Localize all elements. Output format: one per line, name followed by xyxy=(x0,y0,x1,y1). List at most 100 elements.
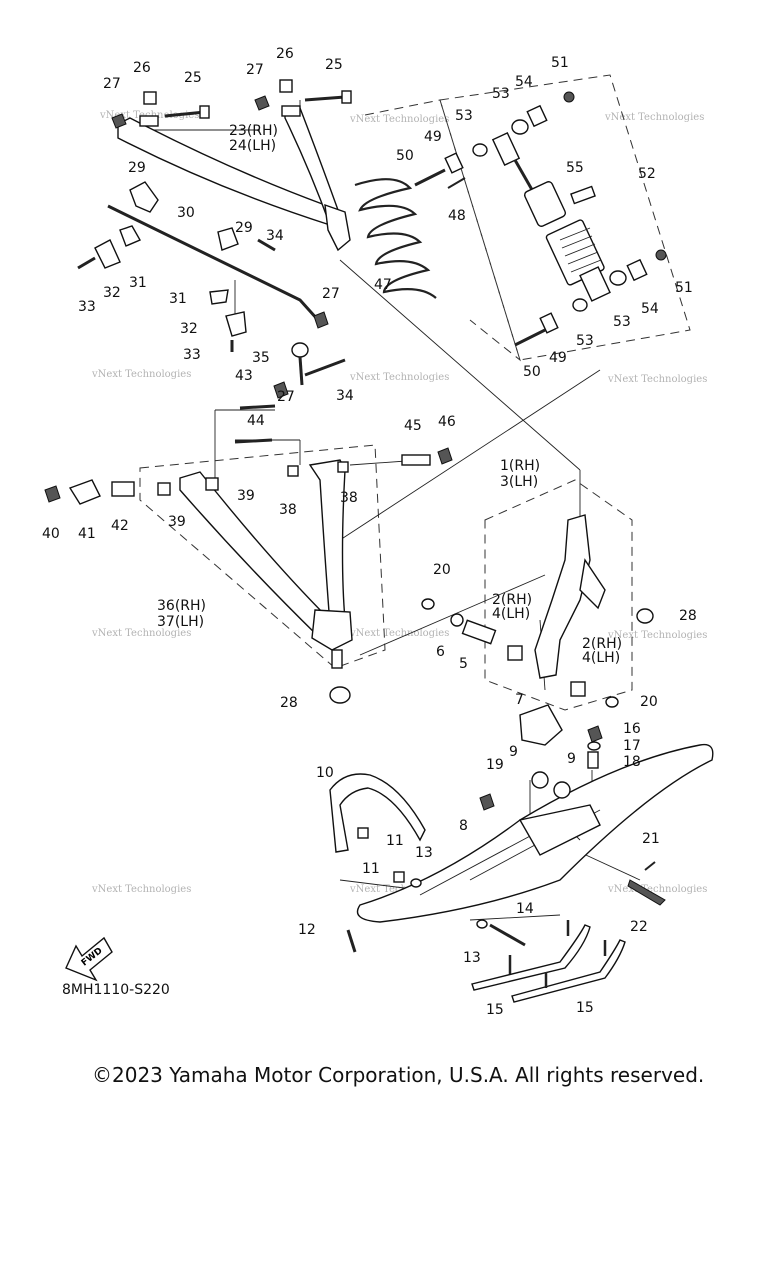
spindle-outline xyxy=(484,479,633,711)
callout-34: 34 xyxy=(266,228,284,244)
callout-31: 31 xyxy=(129,275,147,291)
bolt-14 xyxy=(489,923,526,947)
callout-2b: 2(RH) xyxy=(582,636,622,652)
callout-50: 50 xyxy=(396,148,414,164)
copyright-notice: ©2023 Yamaha Motor Corporation, U.S.A. A… xyxy=(92,1063,705,1087)
callout-34b: 34 xyxy=(336,388,354,404)
collar-49 xyxy=(444,152,464,174)
bushing-9b xyxy=(553,781,571,799)
callout-14: 14 xyxy=(516,901,534,917)
callout-13: 13 xyxy=(415,845,433,861)
bushing-39 xyxy=(157,482,171,496)
watermark: vNext Technologies xyxy=(91,369,191,380)
callout-26: 26 xyxy=(133,60,151,76)
callout-22: 22 xyxy=(630,919,648,935)
spring-outline xyxy=(364,99,521,362)
spindle xyxy=(534,514,606,679)
bolt-34 xyxy=(257,238,276,252)
washer-20 xyxy=(421,598,435,610)
callout-53c: 53 xyxy=(613,314,631,330)
nut-46 xyxy=(437,447,453,465)
tie-rod xyxy=(273,342,346,399)
watermark: vNext Technologies xyxy=(91,628,191,639)
callout-1: 1(RH) xyxy=(500,458,540,474)
bushing-2b xyxy=(570,681,586,697)
callout-19: 19 xyxy=(486,757,504,773)
shock-absorber-52 xyxy=(491,132,611,302)
callout-48: 48 xyxy=(448,208,466,224)
callout-6: 6 xyxy=(436,644,445,660)
callout-labels: 1(RH) 3(LH) 2(RH) 4(LH) 2(RH) 4(LH) 5 6 … xyxy=(42,46,697,1018)
callout-27d: 27 xyxy=(277,389,295,405)
washer-20b xyxy=(605,696,619,708)
callout-13b: 13 xyxy=(463,950,481,966)
callout-11: 11 xyxy=(386,833,404,849)
collar-45 xyxy=(401,454,431,466)
callout-52: 52 xyxy=(638,166,656,182)
callout-25: 25 xyxy=(184,70,202,86)
collar-11b xyxy=(393,871,405,883)
nut-27c xyxy=(313,311,329,329)
callout-40: 40 xyxy=(42,526,60,542)
lower-a-arm xyxy=(179,459,353,669)
lower-arm-outline xyxy=(139,444,386,669)
ball-joint-28 xyxy=(329,686,351,704)
bolt-25 xyxy=(164,105,210,119)
nut-27 xyxy=(111,113,127,129)
callout-11b: 11 xyxy=(362,861,380,877)
callout-2: 2(RH) xyxy=(492,592,532,608)
callout-10: 10 xyxy=(316,765,334,781)
bushing-38 xyxy=(287,465,299,477)
nut-51 xyxy=(563,91,575,103)
callout-29: 29 xyxy=(128,160,146,176)
collar-26b xyxy=(279,79,293,93)
callout-26b: 26 xyxy=(276,46,294,62)
bolt-33 xyxy=(77,256,96,270)
callout-32b: 32 xyxy=(180,321,198,337)
callout-32: 32 xyxy=(103,285,121,301)
watermark: vNext Technologies xyxy=(607,884,707,895)
collar-54 xyxy=(526,104,548,128)
wear-bar-15 xyxy=(471,920,591,991)
bolt-50 xyxy=(414,168,446,187)
collar-18 xyxy=(587,751,599,769)
callout-5: 5 xyxy=(459,656,468,672)
bushing-39b xyxy=(205,477,219,491)
watermark: vNext Technologies xyxy=(607,374,707,385)
coil-spring-47 xyxy=(354,178,437,299)
callout-33b: 33 xyxy=(183,347,201,363)
callout-25b: 25 xyxy=(325,57,343,73)
nut-51b xyxy=(655,249,667,261)
nut-40 xyxy=(44,485,61,503)
bushing-9 xyxy=(531,771,549,789)
ski-loop-handle xyxy=(329,773,426,853)
callout-50b: 50 xyxy=(523,364,541,380)
callout-23: 23(RH) xyxy=(229,123,278,139)
callout-44: 44 xyxy=(247,413,265,429)
callout-39: 39 xyxy=(168,514,186,530)
bolt-44 xyxy=(234,438,273,444)
callout-3: 3(LH) xyxy=(500,474,538,490)
callout-21: 21 xyxy=(642,831,660,847)
nut-28 xyxy=(636,608,654,624)
nut-27b xyxy=(254,95,270,111)
watermark: vNext Technologies xyxy=(349,628,449,639)
callout-18: 18 xyxy=(623,754,641,770)
callout-27b: 27 xyxy=(246,62,264,78)
callout-37: 37(LH) xyxy=(157,614,204,630)
bushing-53 xyxy=(472,143,488,157)
callout-45: 45 xyxy=(404,418,422,434)
bushing-53c xyxy=(609,270,627,286)
callout-49b: 49 xyxy=(549,350,567,366)
callout-28b: 28 xyxy=(280,695,298,711)
ski xyxy=(356,704,714,923)
callout-38b: 38 xyxy=(340,490,358,506)
callout-7: 7 xyxy=(515,692,524,708)
callout-9b: 9 xyxy=(567,751,576,767)
bushing-53b xyxy=(511,119,529,135)
callout-28: 28 xyxy=(679,608,697,624)
washer-13b xyxy=(476,919,488,929)
nut-19 xyxy=(479,793,495,811)
collar-42 xyxy=(111,481,135,497)
callout-41: 41 xyxy=(78,526,96,542)
